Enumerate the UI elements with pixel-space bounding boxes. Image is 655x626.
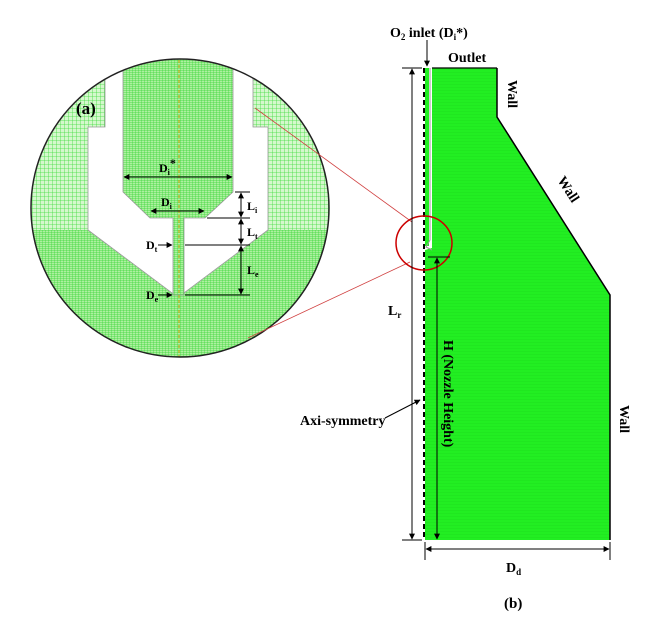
injector-outline	[425, 68, 433, 251]
wall-top-label: Wall	[504, 80, 519, 108]
zoom-connector-top	[254, 107, 413, 223]
computational-domain	[425, 68, 610, 540]
label-lt: Lt	[247, 225, 258, 241]
inlet-channel	[425, 68, 429, 246]
zoom-region-marker	[395, 215, 453, 271]
wall-slope-label: Wall	[554, 174, 582, 206]
panel-b-dimensions	[384, 40, 611, 560]
label-dt: Dt	[146, 238, 158, 254]
zoom-circle	[30, 58, 330, 358]
axi-symmetry-label: Axi-symmetry	[300, 414, 386, 429]
outlet-label: Outlet	[448, 51, 486, 66]
label-di-star: Di*	[159, 156, 176, 177]
label-dd: Dd	[506, 561, 521, 577]
label-li: Li	[247, 199, 258, 215]
wall-boundary	[496, 68, 611, 540]
panel-b-label: (b)	[504, 596, 522, 612]
o2-inlet-label: O2 inlet (Di*)	[390, 26, 468, 42]
wall-right-label: Wall	[616, 405, 631, 433]
nozzle-height-label: H (Nozzle Height)	[440, 340, 455, 448]
dimension-lines	[123, 174, 250, 298]
panel-a-label: (a)	[76, 99, 96, 118]
zoom-connector-bottom	[247, 261, 411, 339]
oxygen-channel	[122, 59, 234, 296]
label-de: De	[146, 288, 159, 304]
label-lr: Lr	[388, 304, 401, 320]
label-le: Le	[247, 263, 259, 279]
label-di: Di	[161, 195, 173, 211]
